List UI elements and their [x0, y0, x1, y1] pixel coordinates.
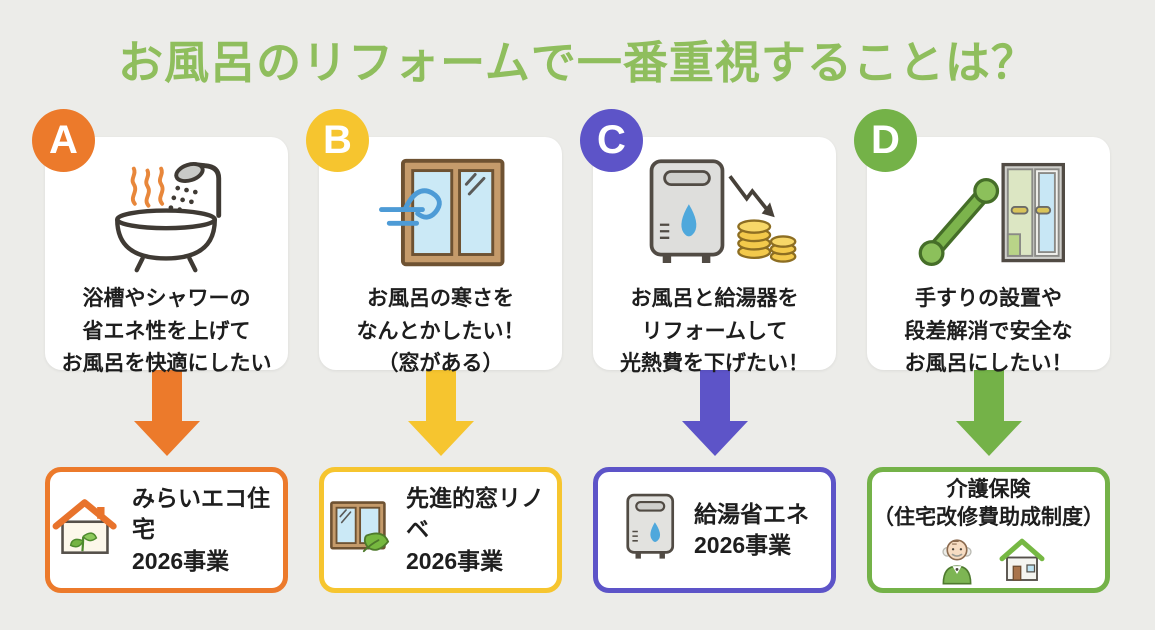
option-b-badge: B: [306, 109, 369, 172]
option-d-badge: D: [854, 109, 917, 172]
arrow-d: [955, 370, 1022, 457]
program-a-name: みらいエコ住宅 2026事業: [132, 485, 270, 574]
option-c-description: お風呂と給湯器を リフォームして 光熱費を下げたい！: [620, 287, 809, 376]
option-column-b: B お風呂の寒さを なんとかしたい！ （窓がある）: [306, 109, 562, 593]
elderly-man-icon: [931, 533, 983, 590]
water-heater-coins-icon: [631, 153, 799, 275]
option-c-badge: C: [580, 109, 643, 172]
option-card-c: C: [580, 109, 836, 375]
option-column-c: C: [580, 109, 836, 593]
option-column-d: D 手すりの設置や: [854, 109, 1110, 593]
house-icon: [997, 535, 1047, 590]
program-d-icons: [931, 533, 1047, 590]
arrow-a: [133, 370, 200, 457]
option-card-d: D 手すりの設置や: [854, 109, 1110, 375]
cold-window-icon: [366, 153, 516, 275]
option-b-description: お風呂の寒さを なんとかしたい！ （窓がある）: [356, 287, 525, 376]
program-box-c: 給湯省エネ 2026事業: [593, 467, 836, 593]
eco-house-icon: [50, 496, 120, 565]
option-a-description: 浴槽やシャワーの 省エネ性を上げて お風呂を快適にしたい: [61, 287, 272, 376]
arrow-b: [407, 370, 474, 457]
program-box-b: 先進的窓リノベ 2026事業: [319, 467, 562, 593]
grab-bar-door-icon: [909, 153, 1069, 275]
program-c-name: 給湯省エネ 2026事業: [694, 500, 809, 558]
window-leaf-icon: [324, 496, 394, 565]
option-card-b: B お風呂の寒さを なんとかしたい！ （窓がある）: [306, 109, 562, 375]
arrow-c: [681, 370, 748, 457]
program-box-d: 介護保険 （住宅改修費助成制度）: [867, 467, 1110, 593]
options-row: A 浴槽やシャワー: [0, 109, 1155, 593]
program-box-a: みらいエコ住宅 2026事業: [45, 467, 288, 593]
option-a-badge: A: [32, 109, 95, 172]
program-b-name: 先進的窓リノベ 2026事業: [406, 485, 544, 574]
option-card-a: A 浴槽やシャワー: [32, 109, 288, 375]
program-d-name: 介護保険 （住宅改修費助成制度）: [873, 478, 1104, 529]
option-d-description: 手すりの設置や 段差解消で安全な お風呂にしたい！: [904, 287, 1073, 376]
option-column-a: A 浴槽やシャワー: [32, 109, 288, 593]
bathtub-shower-icon: [92, 153, 242, 275]
page-title: お風呂のリフォームで一番重視することは？: [118, 37, 1037, 88]
water-heater-icon: [620, 491, 682, 570]
